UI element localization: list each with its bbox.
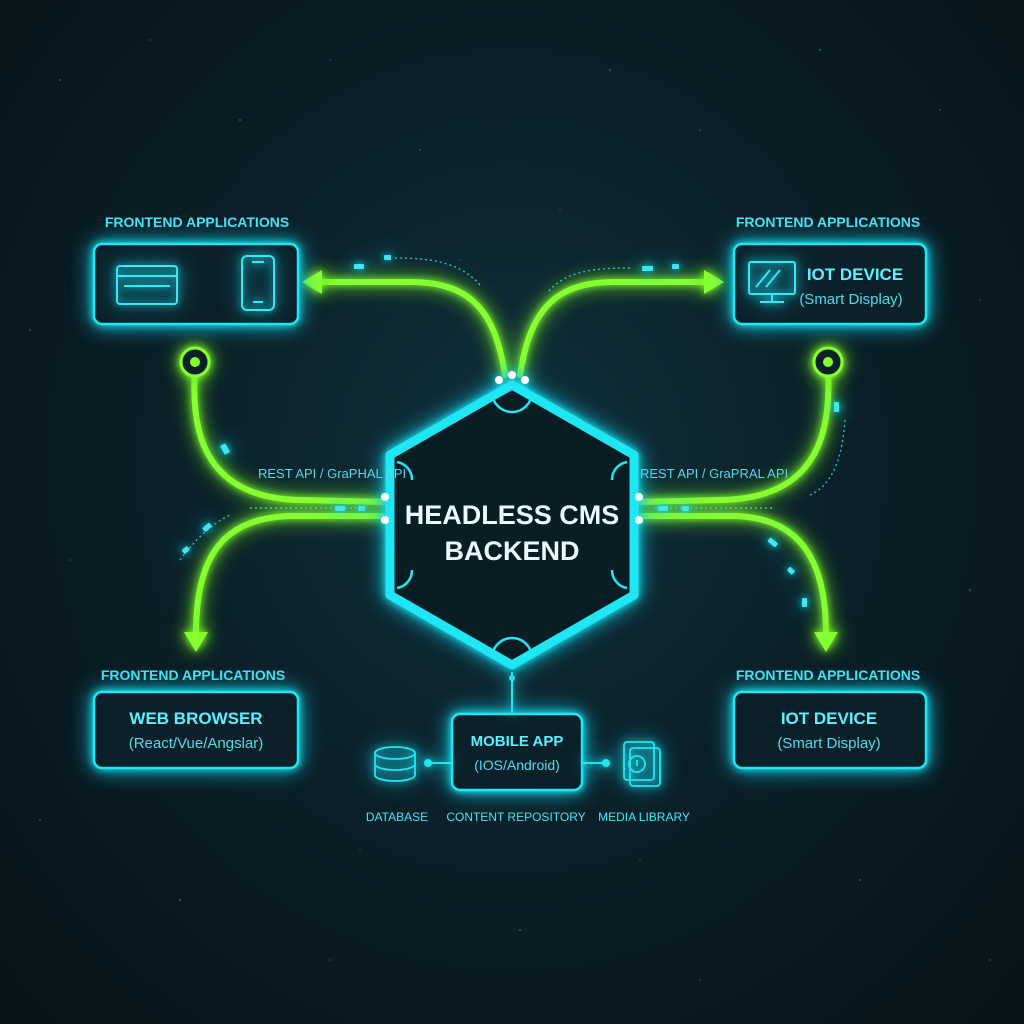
api-label-right: REST API / GraPRAL API <box>640 466 788 481</box>
node-bottom-left-title: WEB BROWSER <box>129 709 262 728</box>
node-top-right-title: IOT DEVICE <box>807 265 903 284</box>
group-heading-top-right: FRONTEND APPLICATIONS <box>736 214 920 230</box>
cms-title-line1: HEADLESS CMS <box>405 500 620 530</box>
node-top-right <box>732 242 928 326</box>
cms-hexagon <box>381 371 643 670</box>
node-bottom-left-subtitle: (React/Vue/Angslar) <box>129 735 264 752</box>
connector-mid-left <box>191 367 391 505</box>
api-label-left: REST API / GraPHAL API <box>258 466 406 481</box>
group-heading-top-left: FRONTEND APPLICATIONS <box>105 214 289 230</box>
database-label: DATABASE <box>366 810 428 824</box>
smartphone-icon <box>241 255 275 311</box>
group-heading-bottom-right: FRONTEND APPLICATIONS <box>736 667 920 683</box>
star-field <box>29 39 991 981</box>
media-library-icon <box>623 741 661 787</box>
node-bottom-center-title: MOBILE APP <box>471 733 564 750</box>
database-icon <box>374 746 416 782</box>
connector-low-left <box>193 513 391 637</box>
group-heading-bottom-left: FRONTEND APPLICATIONS <box>101 667 285 683</box>
cms-title-line2: BACKEND <box>445 536 580 566</box>
arrow-down-left-icon <box>184 632 208 652</box>
node-bottom-left <box>92 690 300 770</box>
node-bottom-center <box>450 712 584 792</box>
connector-mid-right <box>633 367 832 505</box>
node-top-right-subtitle: (Smart Display) <box>799 291 902 308</box>
arrow-heads <box>184 270 838 652</box>
media-library-label: MEDIA LIBRARY <box>598 810 690 824</box>
data-packets <box>179 257 846 561</box>
arrow-left-icon <box>302 270 322 294</box>
connector-lines <box>191 279 832 637</box>
hexagon-outline <box>385 380 639 670</box>
arrow-down-right-icon <box>814 632 838 652</box>
node-bottom-right-title: IOT DEVICE <box>781 709 877 728</box>
packet-chips <box>181 255 839 607</box>
connector-top-left <box>315 279 508 378</box>
monitor-icon <box>748 261 796 303</box>
node-bottom-right-subtitle: (Smart Display) <box>777 735 880 752</box>
content-repository-label: CONTENT REPOSITORY <box>446 810 585 824</box>
junction-nodes <box>179 346 844 378</box>
arrow-right-icon <box>704 270 724 294</box>
node-bottom-center-subtitle: (IOS/Android) <box>474 757 560 773</box>
connector-top-right <box>517 279 711 378</box>
node-bottom-right <box>732 690 928 770</box>
browser-window-icon <box>116 265 178 305</box>
connector-low-right <box>633 513 829 637</box>
